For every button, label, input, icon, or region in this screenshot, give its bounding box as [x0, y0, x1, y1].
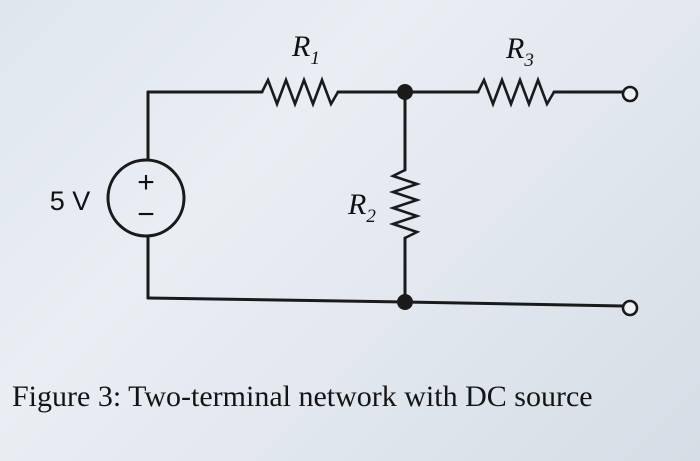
label-r2: R2	[347, 188, 376, 227]
label-r1: R1	[291, 30, 320, 69]
voltage-source	[106, 158, 186, 238]
label-r3-subscript: 3	[523, 50, 534, 71]
resistor-r2	[388, 168, 422, 240]
source-voltage-label: 5 V	[50, 186, 91, 216]
label-r2-letter: R	[347, 188, 366, 221]
resistor-r1	[260, 76, 340, 108]
label-r3: R3	[505, 32, 534, 71]
resistor-r3	[476, 76, 556, 108]
source-plus-sign: +	[137, 166, 155, 199]
label-r1-letter: R	[291, 30, 310, 63]
terminal-top	[621, 85, 639, 103]
figure-caption: Figure 3: Two-terminal network with DC s…	[12, 380, 593, 413]
label-r1-subscript: 1	[310, 48, 320, 69]
label-r3-letter: R	[505, 32, 524, 65]
terminal-bottom	[621, 299, 639, 317]
wire-bottom	[146, 296, 625, 308]
label-r2-subscript: 2	[366, 206, 376, 227]
source-minus-sign: −	[137, 198, 155, 231]
